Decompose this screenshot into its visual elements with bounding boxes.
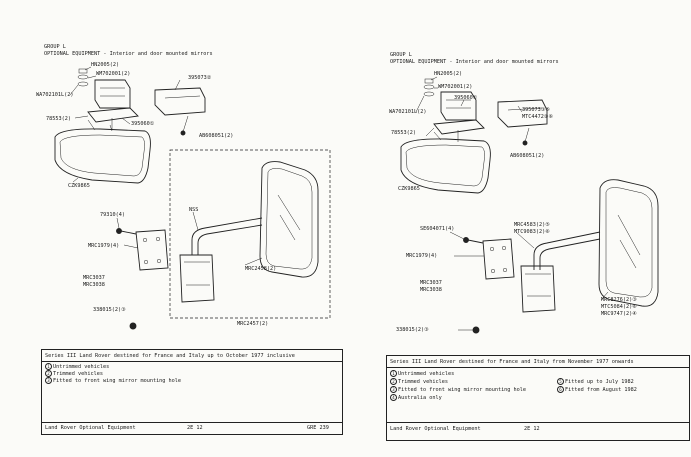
label-ab608051: AB608051(2) — [510, 153, 545, 159]
label-czk9865: CZK9865 — [68, 183, 90, 189]
notes-box: Series III Land Rover destined for Franc… — [386, 355, 690, 441]
mirror-base-icon — [87, 107, 139, 123]
label-mrc3037: MRC3037 — [83, 275, 105, 281]
label-hn2005: HN2005(2) — [91, 62, 120, 68]
label-nss: NSS — [189, 207, 199, 213]
label-395073: 395073② — [188, 75, 212, 81]
label-czk9865: CZK9865 — [398, 186, 420, 192]
mirror-diagram-left — [54, 66, 331, 330]
wing-plate-icon — [135, 229, 169, 271]
number-1-icon: 1 — [390, 370, 397, 377]
number-4-icon: 4 — [390, 394, 397, 401]
nut-icon — [129, 322, 137, 330]
door-mirror-head-icon — [259, 161, 319, 278]
footer-page: 2E 12 — [187, 425, 203, 431]
mirror-arm-icon — [191, 217, 263, 255]
notes-box: Series III Land Rover destined for Franc… — [41, 349, 343, 435]
washer-icon — [423, 91, 435, 97]
label-hn2005: HN2005(2) — [434, 71, 463, 77]
label-mrc2457: MRC2457(2) — [237, 321, 269, 327]
label-79310: 79310(4) — [100, 212, 125, 218]
interior-mirror-icon — [400, 138, 491, 194]
washer-icon — [77, 81, 89, 87]
screw-icon — [116, 228, 122, 234]
label-wm702001: WM702001(2) — [438, 84, 473, 90]
nut-icon — [78, 68, 88, 74]
label-395060: 395060① — [454, 95, 478, 101]
mirror-base-icon — [433, 119, 485, 135]
screw-icon — [463, 237, 469, 243]
notes-title: Series III Land Rover destined for Franc… — [45, 353, 295, 359]
interior-mirror-icon — [54, 128, 151, 184]
label-mtc4472: MTC4472②⑥ — [522, 114, 554, 120]
section-title: OPTIONAL EQUIPMENT - Interior and door m… — [44, 51, 213, 57]
mirror-mount-icon — [520, 265, 556, 313]
label-mrc3038: MRC3038 — [83, 282, 105, 288]
door-mirror-head-icon — [598, 179, 659, 307]
section-title: OPTIONAL EQUIPMENT - Interior and door m… — [390, 59, 559, 65]
washer-icon — [423, 84, 435, 90]
label-wm702001: WM702001(2) — [96, 71, 131, 77]
washer-icon — [77, 74, 89, 80]
label-78553: 78553(2) — [46, 116, 71, 122]
footer-label: Land Rover Optional Equipment — [45, 425, 136, 431]
notes-title: Series III Land Rover destined for Franc… — [390, 359, 634, 365]
mirror-arm-icon — [533, 231, 601, 270]
label-mrc4583: MRC4583(2)⑤ — [514, 222, 550, 228]
number-5-icon: 5 — [557, 378, 564, 385]
nut-icon — [472, 326, 480, 334]
group-heading: GROUP L — [44, 44, 66, 50]
mounting-bracket-icon — [94, 79, 131, 109]
label-se604071: SE604071(4) — [420, 226, 455, 232]
label-mrc9747: MRC9747(2)④ — [601, 311, 637, 317]
number-1-icon: 1 — [45, 363, 52, 370]
label-mrc8276: MRC8276(2)③ — [601, 297, 637, 303]
group-heading: GROUP L — [390, 52, 412, 58]
door-bracket-icon — [497, 99, 548, 128]
label-mrc1979: MRC1979(4) — [88, 243, 120, 249]
number-6-icon: 6 — [557, 386, 564, 393]
wing-plate-icon — [482, 238, 515, 280]
number-3-icon: 3 — [390, 386, 397, 393]
label-mtc5084: MTC5084(2)⑥ — [601, 304, 637, 310]
number-2-icon: 2 — [45, 370, 52, 377]
label-wa702101l: WA702101L(2) — [36, 92, 74, 98]
label-mtc9083: MTC9083(2)⑥ — [514, 229, 550, 235]
mirror-mount-icon — [179, 254, 215, 303]
footer-page: 2E 12 — [524, 426, 540, 432]
nut-icon — [424, 78, 434, 84]
label-395073: 395073③⑤ — [522, 107, 551, 113]
number-3-icon: 3 — [45, 377, 52, 384]
right-page: GROUP L OPTIONAL EQUIPMENT - Interior an… — [346, 0, 691, 457]
door-bracket-icon — [154, 87, 206, 116]
label-ab608051: AB608051(2) — [199, 133, 234, 139]
number-2-icon: 2 — [390, 378, 397, 385]
label-78553: 78553(2) — [391, 130, 416, 136]
footer-ref: GRE 239 — [307, 425, 329, 431]
left-page: GROUP L OPTIONAL EQUIPMENT - Interior an… — [0, 0, 345, 457]
footer-label: Land Rover Optional Equipment — [390, 426, 481, 432]
mirror-diagram-right — [400, 76, 659, 334]
label-338015: 338015(2)③ — [93, 307, 126, 313]
label-mrc3037: MRC3037 — [420, 280, 442, 286]
label-wa702101l: WA702101L(2) — [389, 109, 427, 115]
label-395060: 395060① — [131, 121, 155, 127]
label-mrc2458: MRC2458(2) — [245, 266, 277, 272]
label-mrc3038: MRC3038 — [420, 287, 442, 293]
door-mirror-outline — [169, 149, 331, 319]
label-mrc1979: MRC1979(4) — [406, 253, 438, 259]
label-338015: 338015(2)③ — [396, 327, 429, 333]
